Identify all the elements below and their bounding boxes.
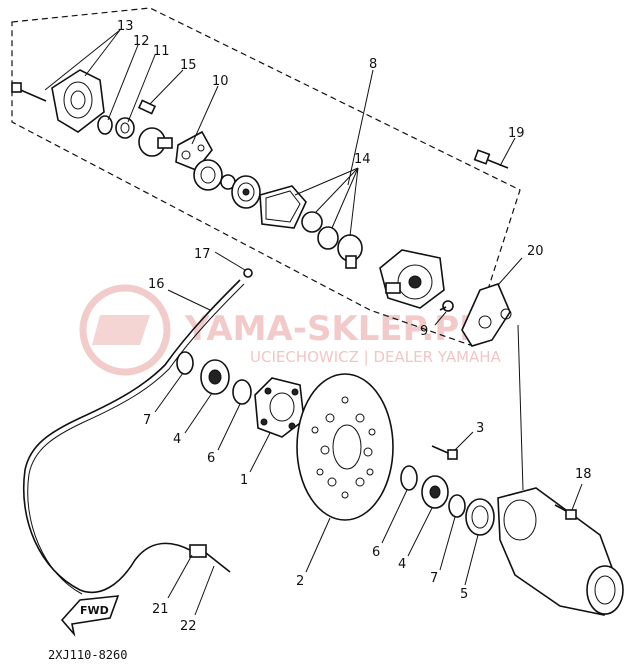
part-12-washer	[97, 115, 113, 135]
part-6-o-ring	[232, 379, 252, 405]
callout-4a: 4	[173, 432, 181, 447]
callout-12: 12	[133, 34, 150, 49]
callout-10: 10	[212, 74, 229, 89]
callout-16: 16	[148, 277, 165, 292]
watermark-brand: YAMA-SKLEP.PL	[184, 309, 481, 349]
part-7-o-ring	[176, 351, 194, 375]
part-6b-o-ring	[400, 465, 418, 491]
watermark: YAMA-SKLEP.PL UCIECHOWICZ | DEALER YAMAH…	[79, 284, 502, 376]
fwd-label: FWD	[80, 604, 109, 617]
callout-13: 13	[117, 19, 134, 34]
part-9-bolt	[439, 300, 454, 312]
callout-2: 2	[296, 574, 304, 589]
callouts: 13 12 11 15 10 8 14 19 20 17 16 9 7 4 6 …	[117, 19, 592, 634]
part-11-gear-shaft	[138, 127, 173, 157]
callout-7a: 7	[143, 413, 151, 428]
part-7b-o-ring	[448, 494, 466, 518]
callout-14: 14	[354, 152, 371, 167]
callout-20: 20	[527, 244, 544, 259]
callout-7b: 7	[430, 571, 438, 586]
part-axle-housing	[497, 487, 624, 616]
part-4b-oil-seal	[421, 475, 449, 509]
callout-6b: 6	[372, 545, 380, 560]
callout-15: 15	[180, 58, 197, 73]
callout-8: 8	[369, 57, 377, 72]
assembly-boundary	[11, 7, 521, 346]
part-14-gasket	[259, 185, 307, 229]
callout-18: 18	[575, 467, 592, 482]
callout-19: 19	[508, 126, 525, 141]
part-16-cable	[22, 279, 245, 595]
part-19-bolt	[473, 149, 509, 169]
part-17-fitting	[243, 268, 253, 278]
part-2-brake-disc	[296, 373, 394, 521]
callout-1: 1	[240, 473, 248, 488]
part-1-hub	[254, 377, 305, 438]
callout-9: 9	[420, 324, 428, 339]
part-15-pin	[137, 99, 157, 115]
part-5-seal	[465, 498, 495, 536]
part-18-bolt	[554, 504, 577, 520]
watermark-dealer: UCIECHOWICZ | DEALER YAMAHA	[250, 348, 502, 366]
callout-5: 5	[460, 587, 468, 602]
part-4-oil-seal	[200, 359, 230, 395]
fwd-arrow-icon: FWD	[60, 595, 120, 637]
part-3-bolt	[431, 445, 458, 460]
diagram-code: 2XJ110-8260	[48, 648, 127, 662]
part-12-housing	[51, 69, 105, 133]
part-bearing	[231, 175, 261, 209]
part-8-speedometer-drive-assembly	[379, 249, 445, 309]
callout-11: 11	[153, 44, 170, 59]
callout-6a: 6	[207, 451, 215, 466]
part-20-guide-line	[517, 324, 524, 491]
part-14-o-rings	[301, 211, 363, 269]
leader-lines	[44, 29, 583, 616]
callout-4b: 4	[398, 557, 406, 572]
callout-17: 17	[194, 247, 211, 262]
callout-3: 3	[476, 421, 484, 436]
part-13-bolt	[11, 82, 47, 102]
part-20-bracket	[461, 283, 512, 347]
part-11-nut	[115, 117, 135, 139]
callout-22: 22	[180, 619, 197, 634]
watermark-logo-icon	[79, 284, 171, 376]
part-gear	[193, 159, 236, 191]
callout-21: 21	[152, 602, 169, 617]
